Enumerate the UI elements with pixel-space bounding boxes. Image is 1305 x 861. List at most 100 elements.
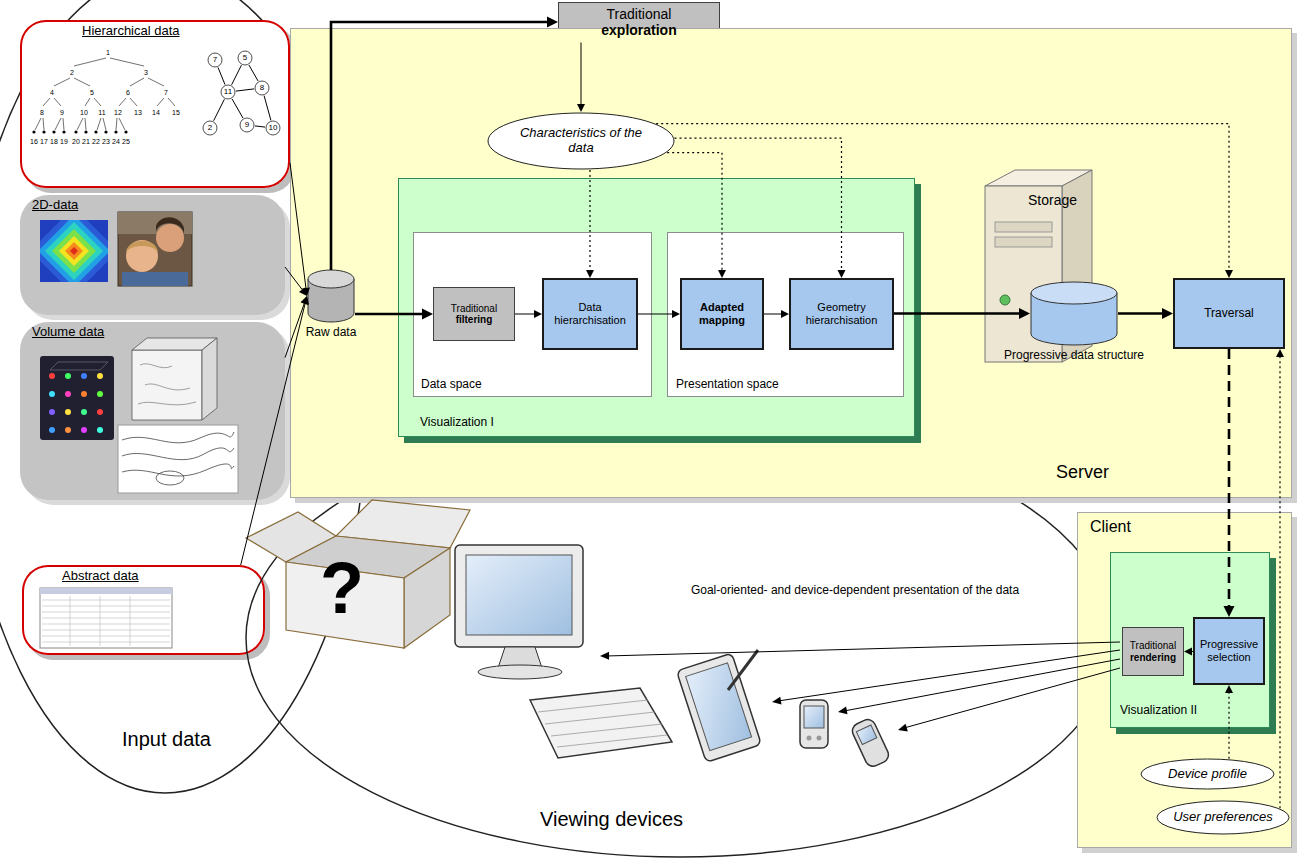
gradient-thumbnail [40,220,108,282]
connector-line [214,99,225,121]
table-thumbnail [42,618,170,619]
process-box: Progressive selection [1193,617,1265,685]
keyboard-icon [530,688,672,758]
gradient-thumbnail [65,242,83,260]
device-arrowheads [600,652,609,660]
connector-line [638,314,673,315]
scan-cube [132,338,217,350]
arrow-head [781,310,789,318]
node-text: User preferences [1173,810,1273,825]
tree-lines [74,78,90,86]
tree-number: 21 [78,137,94,146]
node-text: 7 [213,55,217,64]
contour-map [156,471,184,485]
gradient-thumbnail [52,229,96,273]
graph-node: 2 [202,120,218,136]
tablet-icon [677,653,762,762]
connector [667,153,726,278]
cyl-outline [1030,282,1118,345]
monitor-icon [466,555,572,635]
phone-icon [850,717,891,769]
connector [586,170,594,278]
tree-leaf-dots [124,130,127,133]
arrow-head [301,296,309,305]
pda-icon [804,706,824,728]
tree-number: 4 [44,88,60,97]
arrow-head [838,270,846,278]
connector [264,96,271,121]
outline-ellipse [203,121,217,135]
outline-ellipse [238,51,252,65]
tree-number: 22 [88,137,104,146]
photo-thumbnail [126,240,158,272]
connector [515,310,542,318]
arrow-head [1162,308,1173,319]
tree-lines [119,118,125,130]
tree-number: 24 [108,137,124,146]
outline-ellipse [1157,801,1289,834]
tree-number: 18 [46,137,62,146]
table-thumbnail [42,606,170,607]
table-thumbnail [42,624,170,625]
photo-thumbnail [118,212,192,234]
keyboard-icon [557,735,667,747]
tree-leaf-dots [94,130,97,133]
node-text: Viewing devices [540,808,683,831]
tree-number: 11 [94,108,110,117]
connector-line [218,67,225,84]
open-box [286,536,450,578]
led-cube [65,391,71,397]
device-arrowheads [772,697,782,705]
table-thumbnail [40,588,172,648]
tree-number: 8 [34,108,50,117]
device-arrowheads [898,724,908,732]
arrow-head [577,104,585,112]
node-text: Traditional [1130,640,1176,652]
monitor-icon [478,665,562,679]
tree-lines [54,78,70,86]
space-panel: Data spaceTraditionalfilteringData hiera… [413,232,652,397]
cylinder-top [308,270,354,288]
connector [764,310,789,318]
table-thumbnail [42,612,170,613]
tree-leaf-dots [62,130,65,133]
tree-leaf-dots [52,130,55,133]
tree-leaf-dots [114,130,117,133]
client-panel: ClientVisualization IITraditionalrenderi… [1077,512,1292,848]
tree-number: 10 [76,108,92,117]
phone-icon [850,717,891,769]
gradient-thumbnail [45,222,103,280]
contour-map [118,425,238,493]
storage-label: Storage [1028,192,1077,209]
process-box: Adapted mapping [680,278,764,350]
tree-leaf-dots [74,130,77,133]
connector-line [1228,349,1231,607]
node-subtext: rendering [1130,652,1176,664]
node-text: 5 [243,53,247,62]
arrow-head [1225,270,1233,278]
tree-leaf-dots [32,130,127,133]
pda-icon [800,700,828,748]
pda-icon [817,736,822,741]
arrow-head [547,17,558,28]
tree-lines [94,98,101,106]
photo-thumbnail [156,217,184,234]
photo-thumbnail [118,212,192,286]
keyboard-icon [530,688,672,758]
node-text: Server [1056,462,1109,483]
data-blob: Abstract data [22,565,265,655]
gradient-thumbnail [70,247,78,255]
connector-line [232,99,243,118]
tree-number: 9 [54,108,70,117]
connector [285,267,307,296]
node-text: Volume data [32,325,104,340]
tablet-icon [677,650,762,762]
photo-thumbnail [126,241,158,252]
led-cube [97,391,103,397]
arrow-head [302,288,310,296]
node-text: Adapted mapping [684,301,760,326]
note-ellipse: User preferences [1156,800,1290,835]
connector [285,296,308,358]
storage-tower [985,186,1062,362]
graph-node: 10 [265,120,281,136]
